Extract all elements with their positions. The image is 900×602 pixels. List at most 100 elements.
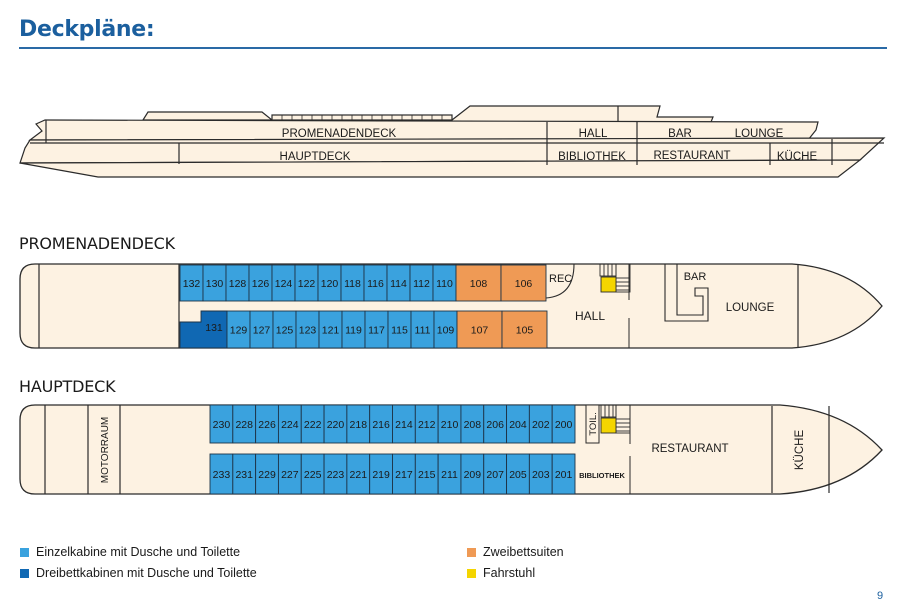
legend-swatch-suite	[467, 547, 476, 557]
cabin-number: 219	[372, 469, 390, 481]
cabin-number: 109	[437, 325, 455, 337]
title-rule	[19, 47, 887, 49]
legend-item-single: Einzelkabine mit Dusche und Toilette	[20, 545, 240, 559]
cabin-number: 205	[509, 469, 527, 481]
cabin-number: 126	[252, 278, 270, 290]
cabin-108[interactable]	[455, 264, 502, 302]
toilet-label: TOIL.	[588, 412, 599, 436]
bibliothek-label: BIBLIOTHEK	[579, 471, 625, 480]
profile-label-restaurant: RESTAURANT	[653, 150, 730, 162]
cabin-number: 211	[441, 469, 458, 481]
cabin-number: 106	[515, 278, 533, 290]
profile-label-lounge: LOUNGE	[735, 128, 784, 140]
cabin-number: 122	[298, 278, 316, 290]
cabin-number: 215	[418, 469, 436, 481]
cabin-number: 207	[486, 469, 504, 481]
profile-label-hall: HALL	[579, 128, 608, 140]
cabin-200[interactable]	[551, 404, 576, 444]
cabin-number: 124	[275, 278, 293, 290]
profile-hull	[19, 159, 862, 178]
cabin-number: 202	[532, 419, 550, 431]
cabin-number: 118	[344, 278, 361, 290]
cabin-number: 127	[253, 325, 271, 337]
legend-swatch-elevator	[467, 568, 476, 578]
kueche-label: KÜCHE	[794, 430, 806, 471]
cabin-number: 131	[205, 322, 223, 334]
page-number: 9	[877, 590, 884, 602]
legend-item-elevator: Fahrstuhl	[467, 566, 535, 580]
promenade-elevator	[600, 276, 617, 293]
cabin-number: 128	[229, 278, 247, 290]
legend-swatch-single	[20, 547, 29, 557]
bar-label: BAR	[684, 271, 707, 283]
profile-label-bar: BAR	[668, 128, 692, 140]
cabin-number: 117	[368, 325, 385, 337]
cabin-number: 217	[395, 469, 413, 481]
cabin-number: 116	[367, 278, 384, 290]
legend-label: Fahrstuhl	[483, 566, 536, 580]
deck-title-promenadendeck: PROMENADENDECK	[19, 234, 175, 253]
cabin-number: 201	[555, 469, 573, 481]
cabin-number: 204	[509, 419, 527, 431]
cabin-number: 200	[555, 419, 573, 431]
cabin-number: 114	[390, 278, 407, 290]
cabin-number: 203	[532, 469, 550, 481]
cabin-number: 231	[235, 469, 253, 481]
cabin-105[interactable]	[501, 310, 548, 349]
profile-label-kueche: KÜCHE	[777, 151, 818, 163]
cabin-number: 115	[391, 325, 408, 337]
cabin-number: 130	[206, 278, 224, 290]
profile-railing-ticks	[281, 115, 443, 120]
cabin-number: 208	[464, 419, 482, 431]
cabin-number: 112	[413, 278, 430, 290]
cabin-number: 229	[258, 469, 276, 481]
legend-swatch-triple	[20, 568, 29, 578]
legend-label: Dreibettkabinen mit Dusche und Toilette	[36, 566, 257, 580]
cabin-number: 210	[441, 419, 459, 431]
bar-counter	[664, 264, 709, 322]
legend-label: Einzelkabine mit Dusche und Toilette	[36, 545, 241, 559]
cabin-number: 129	[230, 325, 248, 337]
cabin-number: 221	[350, 469, 368, 481]
motorraum-label: MOTORRAUM	[100, 417, 111, 483]
haupt-stairs	[600, 404, 631, 434]
cabin-number: 123	[299, 325, 317, 337]
cabin-number: 107	[471, 325, 489, 337]
cabin-number: 206	[486, 419, 504, 431]
cabin-number: 132	[183, 278, 201, 290]
cabin-number: 108	[470, 278, 488, 290]
cabin-number: 212	[418, 419, 436, 431]
cabin-number: 226	[258, 419, 276, 431]
cabin-number: 228	[235, 419, 253, 431]
lounge-label: LOUNGE	[726, 302, 775, 314]
page-title: Deckpläne:	[19, 17, 155, 42]
cabin-201[interactable]	[551, 453, 576, 495]
toilet-room	[585, 404, 600, 444]
legend-item-suite: Zweibettsuiten	[467, 545, 564, 559]
deck-title-hauptdeck: HAUPTDECK	[19, 377, 116, 396]
cabin-number: 225	[304, 469, 322, 481]
cabin-number: 121	[322, 325, 340, 337]
cabin-number: 119	[345, 325, 362, 337]
profile-label-bibliothek: BIBLIOTHEK	[558, 151, 626, 163]
cabin-number: 110	[436, 278, 453, 290]
profile-label-hauptdeck: HAUPTDECK	[280, 151, 351, 163]
cabin-number: 233	[213, 469, 231, 481]
cabin-106[interactable]	[500, 264, 547, 302]
cabin-number: 218	[350, 419, 368, 431]
rec-label: REC	[549, 273, 572, 285]
cabin-number: 230	[213, 419, 231, 431]
profile-label-promenadendeck: PROMENADENDECK	[282, 128, 397, 140]
cabin-number: 220	[327, 419, 345, 431]
cabin-number: 227	[281, 469, 299, 481]
cabin-number: 223	[327, 469, 345, 481]
profile-promenade-band	[28, 119, 819, 141]
cabin-number: 222	[304, 419, 322, 431]
cabin-number: 105	[516, 325, 534, 337]
restaurant-label: RESTAURANT	[651, 443, 728, 455]
ship-profile: PROMENADENDECK HAUPTDECK HALL BIBLIOTHEK…	[19, 105, 886, 178]
haupt-elevator	[600, 417, 617, 434]
hall-label: HALL	[575, 309, 605, 323]
